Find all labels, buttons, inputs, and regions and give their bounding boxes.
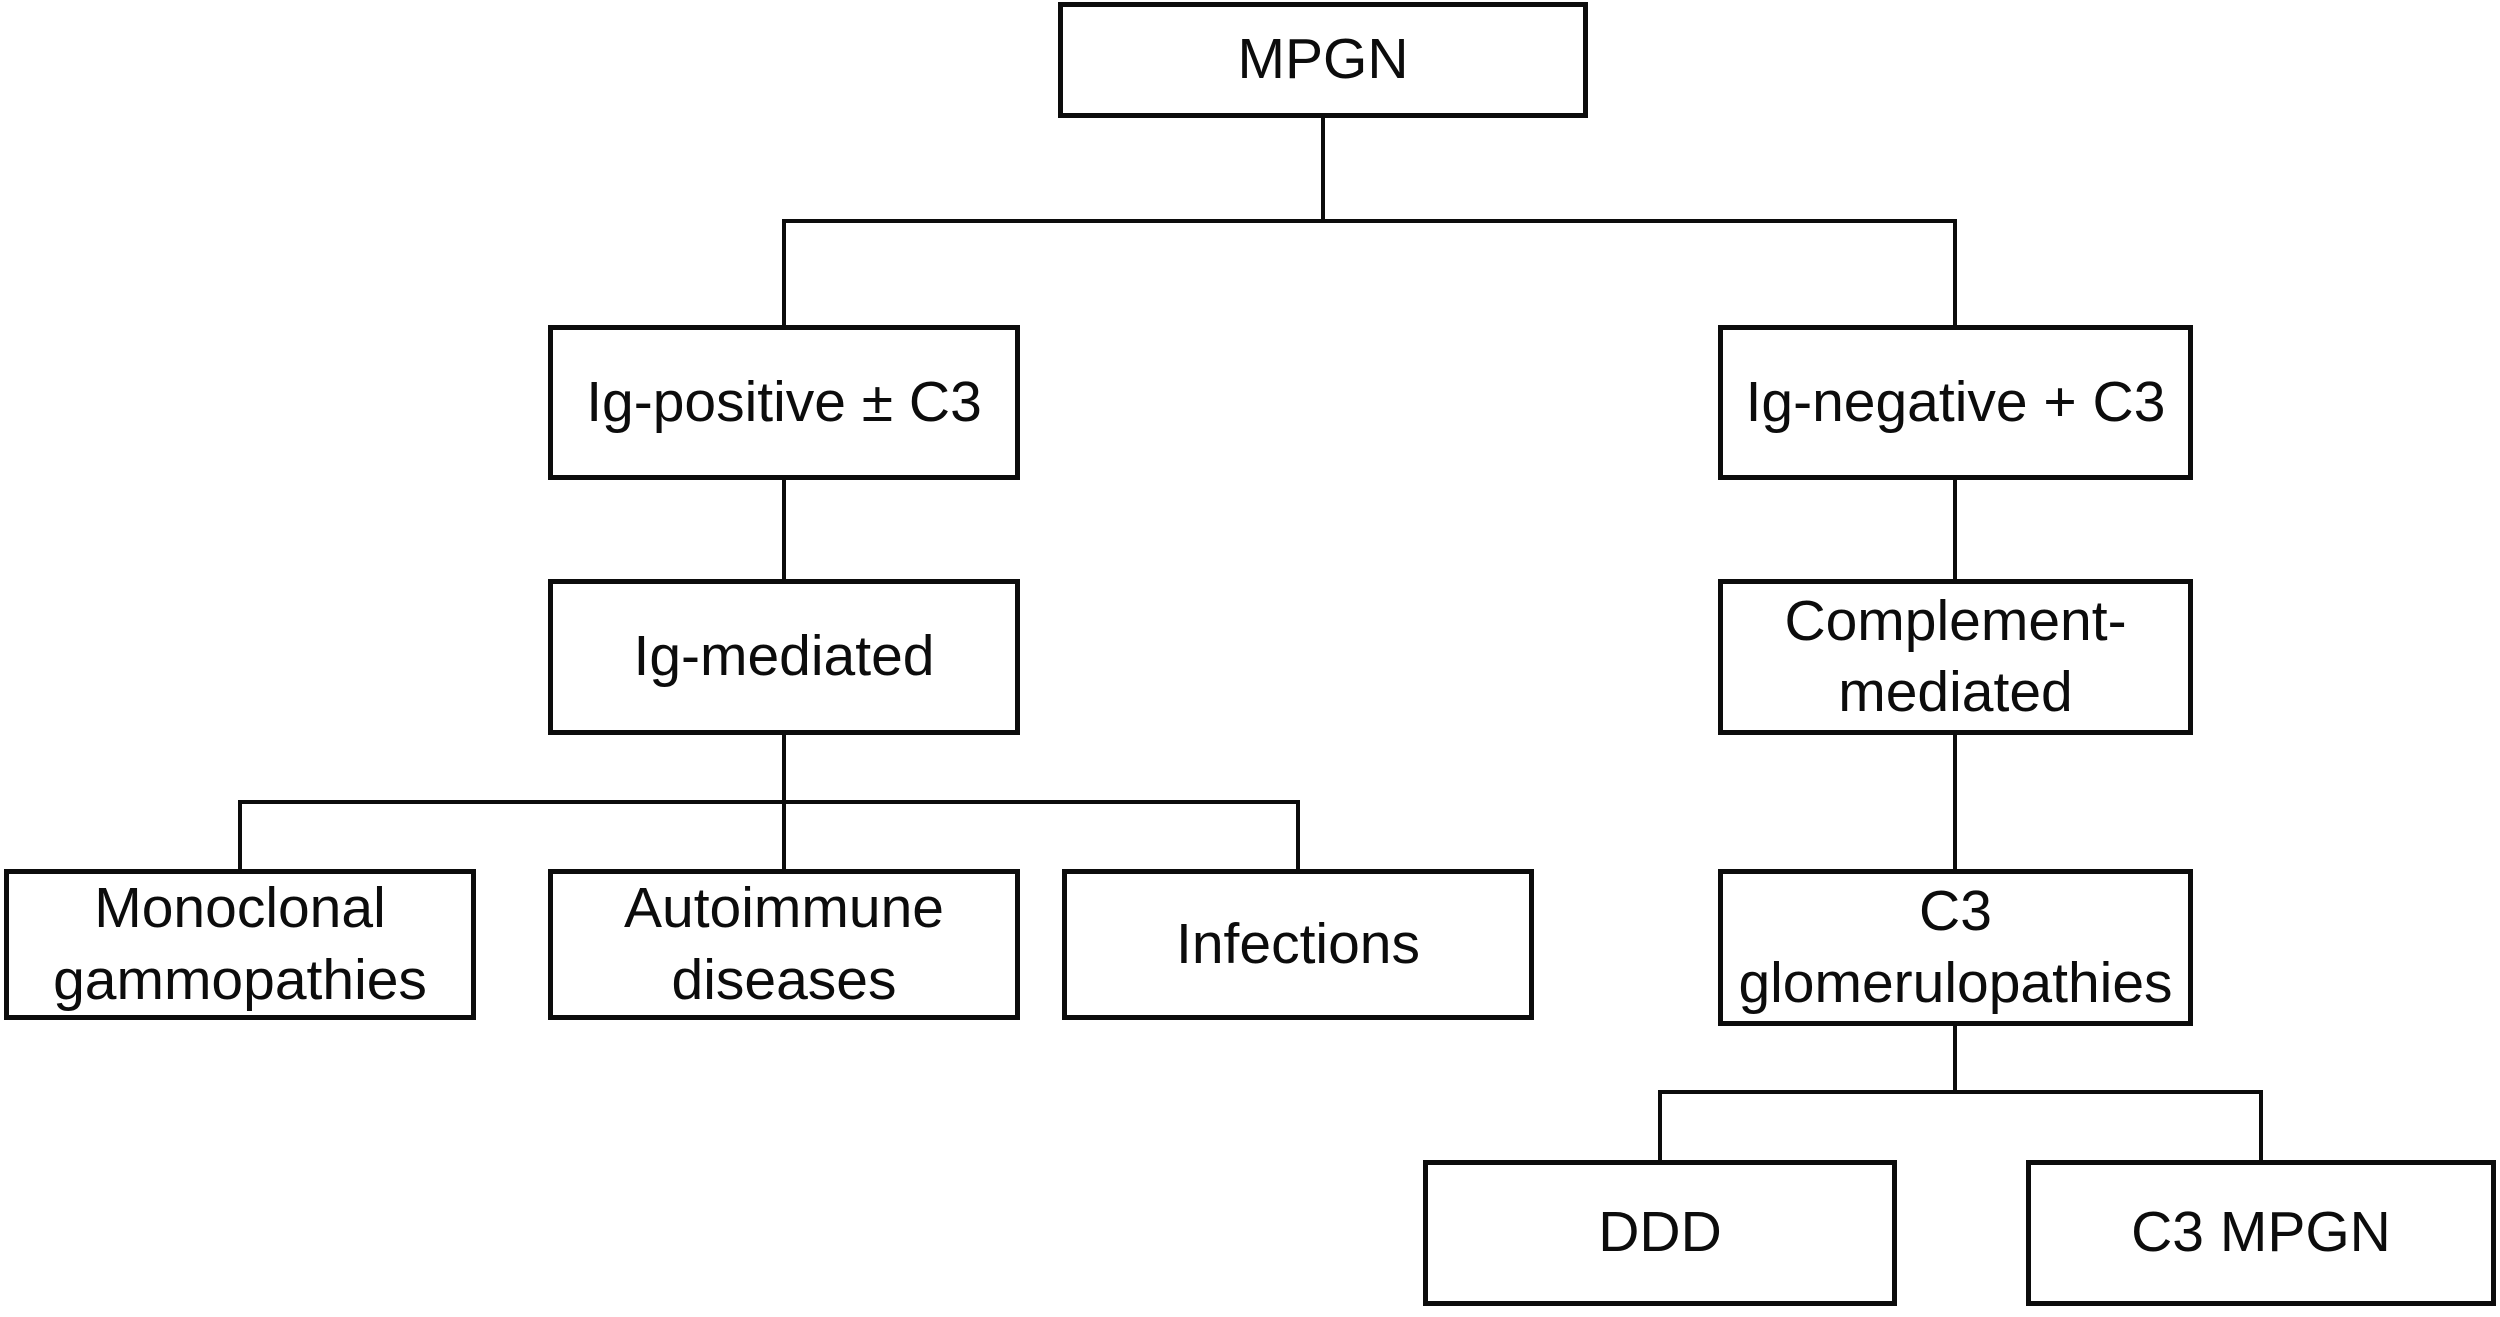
node-complement-mediated-line1: Complement- [1784, 588, 2127, 653]
node-monoclonal-gammopathies-line2: gammopathies [53, 947, 427, 1012]
node-infections: Infections [1062, 869, 1534, 1020]
connector-mid-split-drop-monoclonal [238, 800, 242, 871]
node-complement-mediated: Complement- mediated [1718, 579, 2193, 735]
node-autoimmune-diseases: Autoimmune diseases [548, 869, 1020, 1020]
connector-bottom-split-drop-c3mpgn [2259, 1090, 2263, 1162]
connector-mid-split-drop-infections [1296, 800, 1300, 871]
node-monoclonal-gammopathies-line1: Monoclonal [94, 876, 386, 941]
node-monoclonal-gammopathies-label: Monoclonal gammopathies [53, 873, 427, 1016]
node-c3-mpgn: C3 MPGN [2026, 1160, 2496, 1306]
connector-top-split-left-drop [782, 219, 786, 327]
node-complement-mediated-line2: mediated [1838, 660, 2073, 724]
node-c3-mpgn-line1: C3 MPGN [2131, 1200, 2391, 1265]
connector-mid-split-drop-autoimmune [782, 800, 786, 871]
node-monoclonal-gammopathies: Monoclonal gammopathies [4, 869, 476, 1020]
node-infections-label: Infections [1176, 909, 1420, 980]
connector-bottom-split-horizontal [1658, 1090, 2263, 1094]
connector-mpgn-stem [1321, 116, 1325, 223]
connector-c3glom-stem [1953, 1024, 1957, 1094]
node-ddd: DDD [1423, 1160, 1897, 1306]
node-ig-mediated-line1: Ig-mediated [633, 624, 935, 689]
node-mpgn-line1: MPGN [1237, 27, 1409, 92]
connector-bottom-split-drop-ddd [1658, 1090, 1662, 1162]
node-ddd-line1: DDD [1598, 1200, 1722, 1265]
connector-top-split-horizontal [782, 219, 1957, 223]
node-c3-glomerulopathies-line2: glomerulopathies [1738, 950, 2173, 1015]
node-ig-mediated: Ig-mediated [548, 579, 1020, 735]
node-complement-mediated-label: Complement- mediated [1784, 586, 2126, 729]
connector-igpositive-to-igmediated [782, 478, 786, 581]
node-autoimmune-diseases-label: Autoimmune diseases [624, 873, 944, 1016]
node-ig-positive-c3-label: Ig-positive ± C3 [586, 367, 982, 438]
node-mpgn-label: MPGN [1238, 24, 1409, 95]
node-infections-line1: Infections [1176, 911, 1420, 976]
node-c3-glomerulopathies: C3 glomerulopathies [1718, 869, 2193, 1026]
node-c3-glomerulopathies-label: C3 glomerulopathies [1738, 876, 2172, 1019]
connector-complement-to-c3glom [1953, 733, 1957, 871]
connector-ignegative-to-complement [1953, 478, 1957, 581]
node-ig-negative-c3-line1: Ig-negative + C3 [1745, 369, 2166, 434]
connector-top-split-right-drop [1953, 219, 1957, 327]
node-c3-mpgn-label: C3 MPGN [2131, 1197, 2391, 1268]
node-autoimmune-diseases-line1: Autoimmune [624, 876, 944, 941]
node-ig-positive-c3-line1: Ig-positive ± C3 [586, 369, 982, 434]
node-ig-negative-c3: Ig-negative + C3 [1718, 325, 2193, 480]
connector-mid-split-horizontal [238, 800, 1300, 804]
node-ig-mediated-label: Ig-mediated [633, 621, 934, 692]
node-ddd-label: DDD [1598, 1197, 1722, 1268]
node-mpgn: MPGN [1058, 2, 1588, 118]
node-ig-positive-c3: Ig-positive ± C3 [548, 325, 1020, 480]
node-ig-negative-c3-label: Ig-negative + C3 [1746, 367, 2166, 438]
node-autoimmune-diseases-line2: diseases [671, 947, 897, 1012]
node-c3-glomerulopathies-line1: C3 [1919, 879, 1992, 944]
connector-igmediated-stem [782, 733, 786, 804]
